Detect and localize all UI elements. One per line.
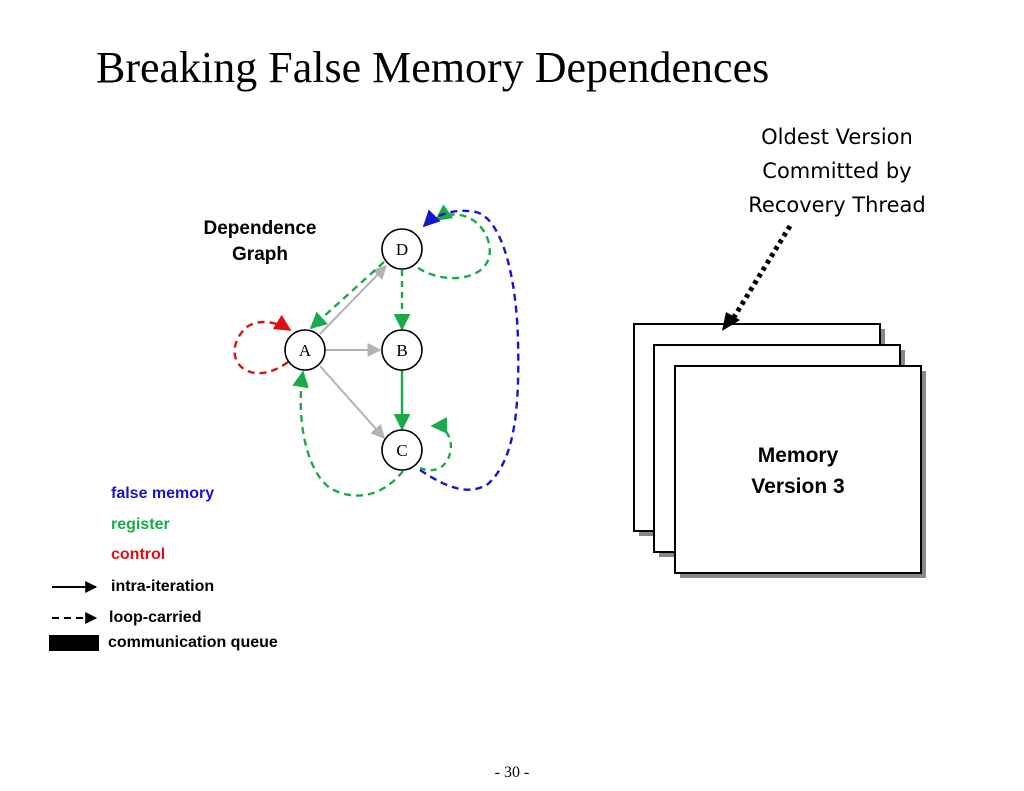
memory-version-label: Memory Version 3	[676, 440, 920, 502]
node-c: C	[381, 429, 423, 471]
edge-d-to-a-register	[309, 261, 385, 330]
edge-a-to-d	[319, 264, 387, 335]
legend-loop-carried: loop-carried	[109, 609, 202, 626]
node-b-label: B	[396, 341, 407, 360]
dependence-graph-label-line2: Graph	[232, 244, 288, 265]
legend-communication-queue-swatch	[49, 635, 99, 651]
self-loop-a-control	[233, 314, 292, 375]
edge-c-to-d-false-memory	[419, 209, 520, 491]
node-d-label: D	[396, 240, 408, 259]
callout-arrow	[728, 224, 793, 324]
legend-false-memory: false memory	[111, 485, 215, 502]
node-a-label: A	[299, 341, 312, 360]
callout-arrow-head	[722, 312, 740, 331]
node-b: B	[381, 329, 423, 371]
self-loop-d-register	[417, 204, 491, 280]
memory-label-line2: Version 3	[751, 475, 845, 498]
node-c-label: C	[396, 441, 407, 460]
legend-control: control	[111, 546, 166, 563]
node-d: D	[381, 228, 423, 270]
legend-intra-iteration: intra-iteration	[111, 578, 215, 595]
slide-title: Breaking False Memory Dependences	[96, 43, 770, 92]
page-number: - 30 -	[494, 764, 530, 781]
callout-line3: Recovery Thread	[748, 193, 926, 217]
edge-a-to-c	[319, 365, 385, 440]
legend-register: register	[111, 516, 170, 533]
memory-label-line1: Memory	[757, 444, 839, 467]
callout-line2: Committed by	[762, 159, 912, 183]
self-loop-c-register	[419, 417, 453, 472]
callout-line1: Oldest Version	[761, 125, 913, 149]
memory-version-3-page	[674, 365, 926, 578]
dependence-graph-label-line1: Dependence	[203, 218, 317, 239]
dependence-graph-label: Dependence Graph	[190, 216, 330, 268]
node-a: A	[284, 329, 326, 371]
legend-communication-queue: communication queue	[108, 634, 278, 651]
recovery-callout: Oldest Version Committed by Recovery Thr…	[726, 120, 948, 222]
edge-c-to-a-register	[292, 370, 404, 497]
